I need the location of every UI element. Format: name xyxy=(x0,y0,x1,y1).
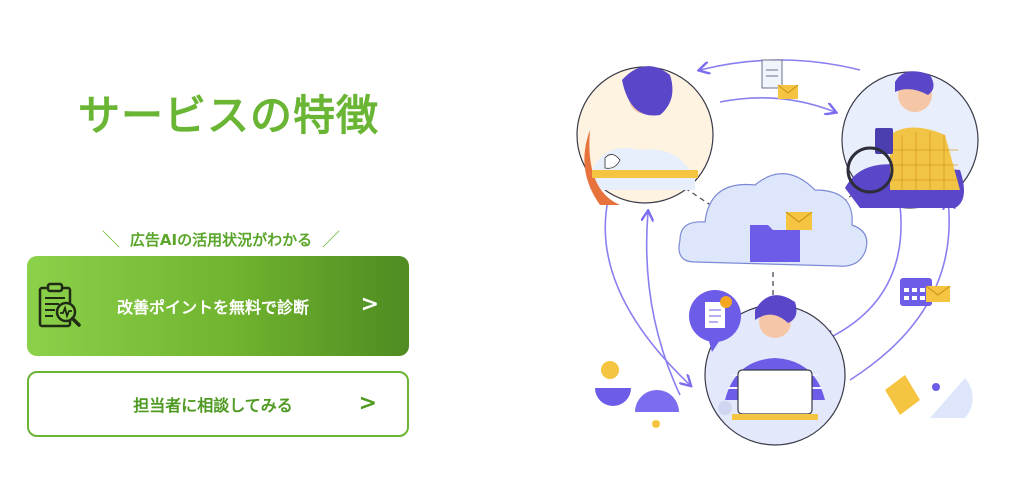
decorative-shapes xyxy=(595,361,973,428)
free-diagnosis-button[interactable]: 改善ポイントを無料で診断 > xyxy=(27,256,409,356)
chevron-right-icon: > xyxy=(360,292,379,317)
consult-staff-label: 担当者に相談してみる xyxy=(133,396,293,415)
service-features-panel: サービスの特徴 ＼ 広告AIの活用状況がわかる ／ 改善ポイントを無料で診断 >… xyxy=(0,0,440,503)
person-writing-avatar xyxy=(576,66,714,205)
tagline-right-slash-icon: ／ xyxy=(322,230,341,251)
chat-document-icon xyxy=(689,290,741,352)
clipboard-magnifier-icon xyxy=(38,282,81,328)
person-tablet-avatar xyxy=(841,71,979,209)
tagline-left-slash-icon: ＼ xyxy=(101,230,120,251)
document-envelope-icon xyxy=(761,59,799,99)
free-diagnosis-label: 改善ポイントを無料で診断 xyxy=(116,298,309,317)
calendar-envelope-icon xyxy=(900,278,951,306)
tagline-text: 広告AIの活用状況がわかる xyxy=(129,230,313,249)
chevron-right-icon: > xyxy=(358,391,377,416)
tagline: ＼ 広告AIの活用状況がわかる ／ xyxy=(76,226,366,252)
consult-staff-button[interactable]: 担当者に相談してみる > xyxy=(27,371,409,437)
person-computer-avatar xyxy=(704,295,846,446)
collaboration-illustration xyxy=(576,59,979,446)
cloud-storage-icon xyxy=(678,173,868,267)
section-title: サービスの特徴 xyxy=(78,91,380,140)
